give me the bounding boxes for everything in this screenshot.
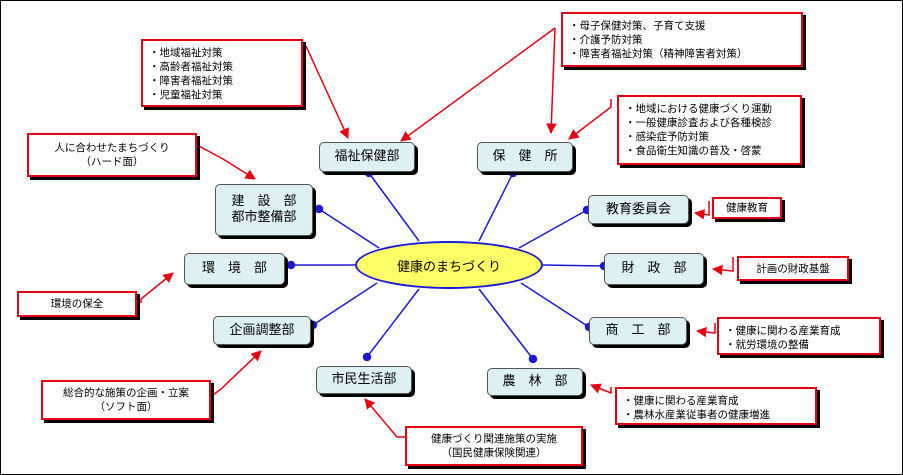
note-item: ・障害者福祉対策（精神障害者対策）	[569, 48, 748, 60]
note-item: ・健康に関わる産業育成	[623, 395, 739, 407]
note-item: ・児童福祉対策	[149, 89, 223, 101]
spoke-hoken	[478, 172, 514, 242]
note-shimin: 健康づくり関連施策の実施 （国民健康保険関連）	[405, 426, 583, 466]
arrow-hokenjo-note	[568, 99, 612, 140]
note-kensetsu-hard: 人に合わせたまちづくり （ハード面）	[27, 133, 197, 177]
note-fukushi-list: ・地域福祉対策 ・高齢者福祉対策 ・障害者福祉対策 ・児童福祉対策	[143, 41, 301, 102]
note-item: ・地域における健康づくり運動	[625, 103, 772, 115]
spoke-shoko	[520, 282, 590, 328]
dept-shoko[interactable]: 商 工 部	[589, 317, 687, 345]
center-node[interactable]: 健康のまちづくり	[355, 241, 543, 289]
spoke-dot-shimin	[362, 352, 372, 362]
dept-zaisei[interactable]: 財 政 部	[604, 253, 704, 285]
note-shoko: ・健康に関わる産業育成 ・就労環境の整備	[717, 317, 881, 355]
note-zaisei: 計画の財政基盤	[737, 256, 849, 281]
note-fukushi-measures: ・地域福祉対策 ・高齢者福祉対策 ・障害者福祉対策 ・児童福祉対策	[141, 39, 303, 107]
note-item: ・高齢者福祉対策	[149, 61, 233, 73]
arrow-fukushi-note	[305, 45, 349, 139]
dept-shimin-seikatsu[interactable]: 市民生活部	[316, 366, 412, 394]
note-kankyo: 環境の保全	[17, 291, 137, 317]
spoke-fukushi	[368, 172, 420, 242]
spoke-zaisei	[542, 264, 605, 267]
arrow-kyoiku-note	[693, 201, 710, 220]
note-norin-list: ・健康に関わる産業育成 ・農林水産業従事者の健康増進	[617, 389, 815, 422]
note-boshi-hoken: ・母子保健対策、子育て支援 ・介護予防対策 ・障害者福祉対策（精神障害者対策）	[561, 12, 803, 67]
arrow-zaisei-note	[711, 257, 734, 276]
arrow-kensetsu-note	[196, 144, 256, 180]
dept-fukushi-hokenbu[interactable]: 福祉保健部	[319, 142, 415, 172]
arrow-shoko-note	[695, 323, 716, 338]
note-shoko-list: ・健康に関わる産業育成 ・就労環境の整備	[719, 319, 879, 352]
spoke-kyoiku	[518, 209, 588, 249]
arrow-kikaku-note	[212, 350, 262, 396]
note-item: ・健康に関わる産業育成	[725, 325, 841, 337]
spoke-kikaku	[312, 282, 378, 326]
note-item: ・農林水産業従事者の健康増進	[623, 409, 770, 421]
note-item: ・食品衛生知識の普及・啓蒙	[625, 145, 762, 157]
spoke-dot-norin	[528, 354, 538, 364]
spoke-dot-kankyo	[286, 260, 296, 270]
spoke-dot-kensetsu	[314, 204, 324, 214]
note-item: ・母子保健対策、子育て支援	[569, 20, 706, 32]
spoke-shimin	[366, 288, 420, 358]
note-item: ・感染症予防対策	[625, 131, 709, 143]
note-item: ・障害者福祉対策	[149, 75, 233, 87]
spoke-norin	[478, 288, 534, 360]
note-hokenjo-activities: ・地域における健康づくり運動 ・一般健康診査および各種検診 ・感染症予防対策 ・…	[617, 95, 802, 165]
note-kikaku-soft: 総合的な施策の企画・立案 （ソフト面）	[41, 380, 211, 420]
note-item: ・地域福祉対策	[149, 47, 223, 59]
arrow-shimin-note	[364, 398, 405, 438]
center-label: 健康のまちづくり	[396, 259, 501, 275]
dept-norin[interactable]: 農 林 部	[487, 368, 583, 396]
note-item: ・介護予防対策	[569, 34, 643, 46]
spoke-kensetsu	[318, 208, 380, 249]
dept-kankyo[interactable]: 環 境 部	[184, 253, 285, 285]
note-kyoiku: 健康教育	[712, 197, 782, 219]
note-norin: ・健康に関わる産業育成 ・農林水産業従事者の健康増進	[615, 387, 817, 425]
dept-kyoiku-iinkai[interactable]: 教育委員会	[588, 195, 689, 224]
note-hokenjo-list: ・地域における健康づくり運動 ・一般健康診査および各種検診 ・感染症予防対策 ・…	[619, 97, 800, 158]
note-kensetsu-text: 人に合わせたまちづくり （ハード面）	[54, 142, 170, 168]
dept-hokenjo[interactable]: 保 健 所	[477, 142, 573, 172]
dept-kikaku-chosei[interactable]: 企画調整部	[213, 316, 311, 345]
note-item: ・就労環境の整備	[725, 339, 809, 351]
arrow-kankyo-note	[140, 272, 174, 303]
arrow-norin-note	[590, 383, 612, 395]
arrow-boshi-to-fukushi	[400, 27, 556, 142]
dept-kensetsu-toshiseibi[interactable]: 建 設 部 都市整備部	[215, 184, 313, 236]
note-boshi-list: ・母子保健対策、子育て支援 ・介護予防対策 ・障害者福祉対策（精神障害者対策）	[563, 14, 801, 61]
arrow-boshi-to-hoken	[546, 27, 557, 135]
note-item: ・一般健康診査および各種検診	[625, 117, 772, 129]
